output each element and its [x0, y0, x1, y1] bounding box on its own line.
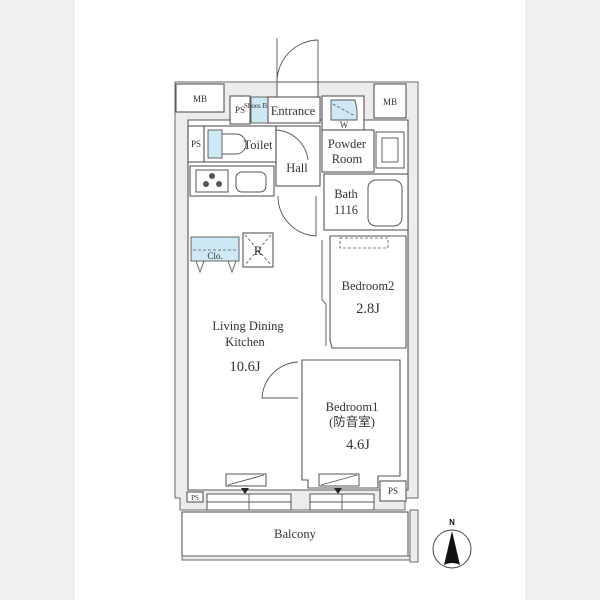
bedroom2-closet [339, 237, 389, 249]
toilet-fixture [207, 129, 223, 159]
balcony [181, 511, 409, 557]
north-compass-icon: N [432, 518, 472, 569]
toilet-door[interactable] [275, 129, 309, 161]
compass-north-label: N [449, 518, 455, 527]
bath-label: Bath [334, 187, 358, 201]
window-bedroom1[interactable] [309, 493, 375, 511]
closet [190, 236, 240, 262]
ps-bottom-right [379, 480, 407, 502]
toilet-label: Toilet [244, 138, 274, 152]
refrigerator-label: R [254, 244, 263, 258]
mb-right-label: MB [383, 97, 397, 107]
bedroom2-sliding-door[interactable] [321, 240, 327, 346]
mb-right [373, 83, 407, 119]
bath-size-label: 1116 [334, 203, 358, 217]
vanity [375, 131, 405, 169]
entrance-label: Entrance [271, 104, 316, 118]
bedroom1-label: Bedroom1 [326, 400, 379, 414]
bedroom1 [301, 359, 401, 489]
hall-label: Hall [286, 161, 308, 175]
bedroom2-size: 2.8J [356, 301, 380, 317]
ac-unit-ldk [225, 473, 267, 494]
ldk-label-2: Kitchen [225, 335, 265, 349]
powder-room-label-2: Room [332, 152, 363, 166]
ps-bottom-left [186, 491, 204, 503]
bedroom1-door[interactable] [261, 361, 299, 399]
bedroom1-note: (防音室) [329, 414, 375, 429]
ldk-label-1: Living Dining [212, 319, 284, 333]
washer-label: W [340, 120, 349, 130]
ps-bottom-left-label: PS [191, 494, 199, 502]
balcony-partition [409, 509, 419, 563]
closet-label: Clo. [207, 251, 222, 261]
shoes-box-label: Shoes Box [244, 102, 275, 110]
window-ldk[interactable] [206, 493, 292, 511]
mb-left [175, 83, 225, 113]
powder-room [321, 129, 375, 173]
entrance-door-frame [276, 81, 319, 98]
bedroom1-size: 4.6J [346, 437, 370, 453]
vanity-basin [381, 137, 399, 163]
shoes-box [250, 96, 269, 124]
hall [275, 125, 321, 187]
ldk-door[interactable] [277, 195, 317, 237]
sink [235, 171, 267, 193]
closet-doors[interactable] [195, 260, 237, 274]
entrance [267, 96, 321, 124]
refrigerator-space [242, 232, 274, 268]
ac-unit-bedroom1 [318, 473, 360, 494]
ps-toilet-label: PS [191, 139, 201, 149]
bedroom2 [329, 235, 407, 349]
toilet-bowl [222, 133, 247, 155]
balcony-rail [181, 555, 413, 561]
mb-left-label: MB [193, 94, 207, 104]
entrance-door[interactable] [276, 38, 319, 83]
ps-bottom-right-label: PS [388, 486, 398, 496]
bedroom2-label: Bedroom2 [342, 279, 395, 293]
balcony-label: Balcony [274, 527, 316, 541]
ldk-size: 10.6J [229, 359, 260, 375]
burner-icon [203, 173, 222, 187]
ps-entrance [229, 95, 251, 125]
bathtub [367, 179, 403, 227]
ps-entrance-label: PS [235, 105, 245, 115]
powder-room-label-1: Powder [328, 137, 367, 151]
